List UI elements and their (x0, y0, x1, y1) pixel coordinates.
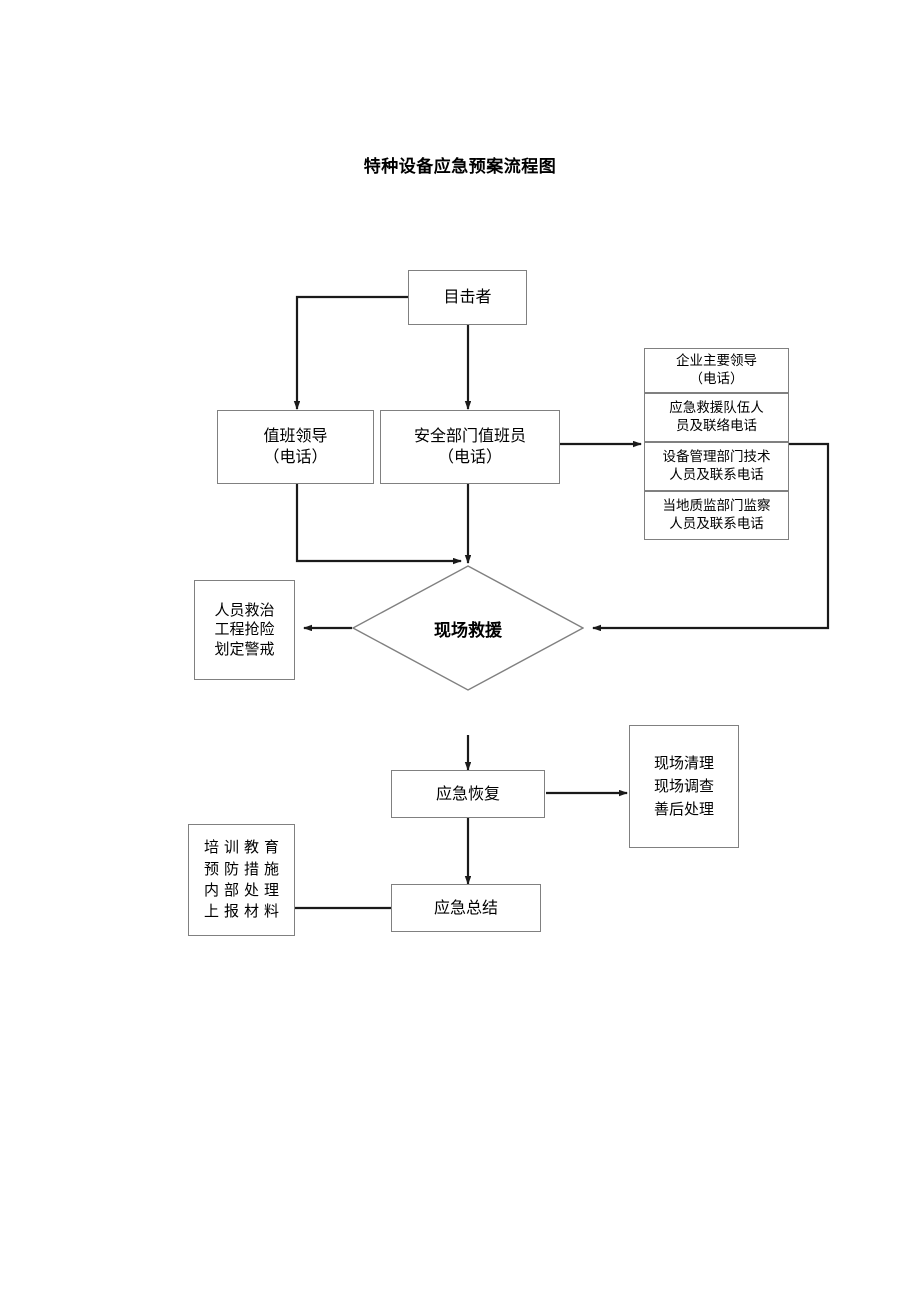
node-safety-duty-officer-line1: 安全部门值班员 (413, 426, 526, 446)
contact-stack-item-0-line2: （电话） (689, 370, 744, 387)
node-site-cleanup-line3: 善后处理 (653, 800, 714, 819)
node-on-site-rescue-label: 现场救援 (434, 620, 502, 641)
node-rescue-actions-line1: 人员救治 (214, 600, 275, 619)
node-rescue-actions[interactable]: 人员救治 工程抢险 划定警戒 (194, 580, 295, 680)
node-emergency-summary-label: 应急总结 (433, 897, 498, 917)
node-emergency-recovery-label: 应急恢复 (435, 783, 500, 803)
contact-stack-item-2-line2: 人员及联系电话 (669, 466, 764, 483)
contact-stack-item-3-line2: 人员及联系电话 (669, 515, 764, 532)
node-witness[interactable]: 目击者 (408, 270, 527, 325)
node-duty-leader-line1: 值班领导 (263, 426, 328, 446)
contact-stack-item-3-line1: 当地质监部门监察 (662, 498, 771, 515)
edge-witness-to-duty-leader (293, 295, 408, 410)
node-contact-stack-item-1[interactable]: 应急救援队伍人 员及联络电话 (644, 393, 789, 442)
node-site-cleanup[interactable]: 现场清理 现场调查 善后处理 (629, 725, 739, 848)
node-rescue-actions-line3: 划定警戒 (214, 639, 275, 658)
node-safety-duty-officer-line2: （电话） (437, 447, 502, 466)
diamond-shape (352, 565, 584, 691)
node-site-cleanup-line2: 现场调查 (653, 776, 714, 795)
node-duty-leader[interactable]: 值班领导 （电话） (217, 410, 374, 484)
node-contact-stack-item-3[interactable]: 当地质监部门监察 人员及联系电话 (644, 491, 789, 540)
node-training-followup[interactable]: 培训教育 预防措施 内部处理 上报材料 (188, 824, 295, 936)
node-witness-label: 目击者 (443, 287, 492, 307)
node-safety-duty-officer[interactable]: 安全部门值班员 （电话） (380, 410, 560, 484)
node-site-cleanup-line1: 现场清理 (653, 753, 714, 772)
node-emergency-summary[interactable]: 应急总结 (391, 884, 541, 932)
edge-duty-leader-to-on-site-rescue (295, 484, 462, 565)
contact-stack-item-2-line1: 设备管理部门技术 (662, 449, 771, 466)
contact-stack-item-1-line1: 应急救援队伍人 (669, 400, 764, 417)
node-rescue-actions-line2: 工程抢险 (214, 620, 275, 639)
node-training-followup-line4: 上报材料 (203, 902, 284, 921)
node-contact-stack-item-0[interactable]: 企业主要领导 （电话） (644, 348, 789, 393)
node-contact-stack-item-2[interactable]: 设备管理部门技术 人员及联系电话 (644, 442, 789, 491)
node-training-followup-line3: 内部处理 (203, 881, 284, 899)
node-training-followup-line1: 培训教育 (203, 838, 284, 857)
page-title: 特种设备应急预案流程图 (363, 157, 557, 177)
node-emergency-recovery[interactable]: 应急恢复 (391, 770, 545, 818)
node-on-site-rescue[interactable]: 现场救援 (352, 565, 584, 691)
contact-stack-item-1-line2: 员及联络电话 (676, 417, 757, 434)
contact-stack-item-0-line1: 企业主要领导 (676, 353, 757, 370)
node-duty-leader-line2: （电话） (263, 447, 328, 466)
node-training-followup-line2: 预防措施 (203, 859, 284, 878)
